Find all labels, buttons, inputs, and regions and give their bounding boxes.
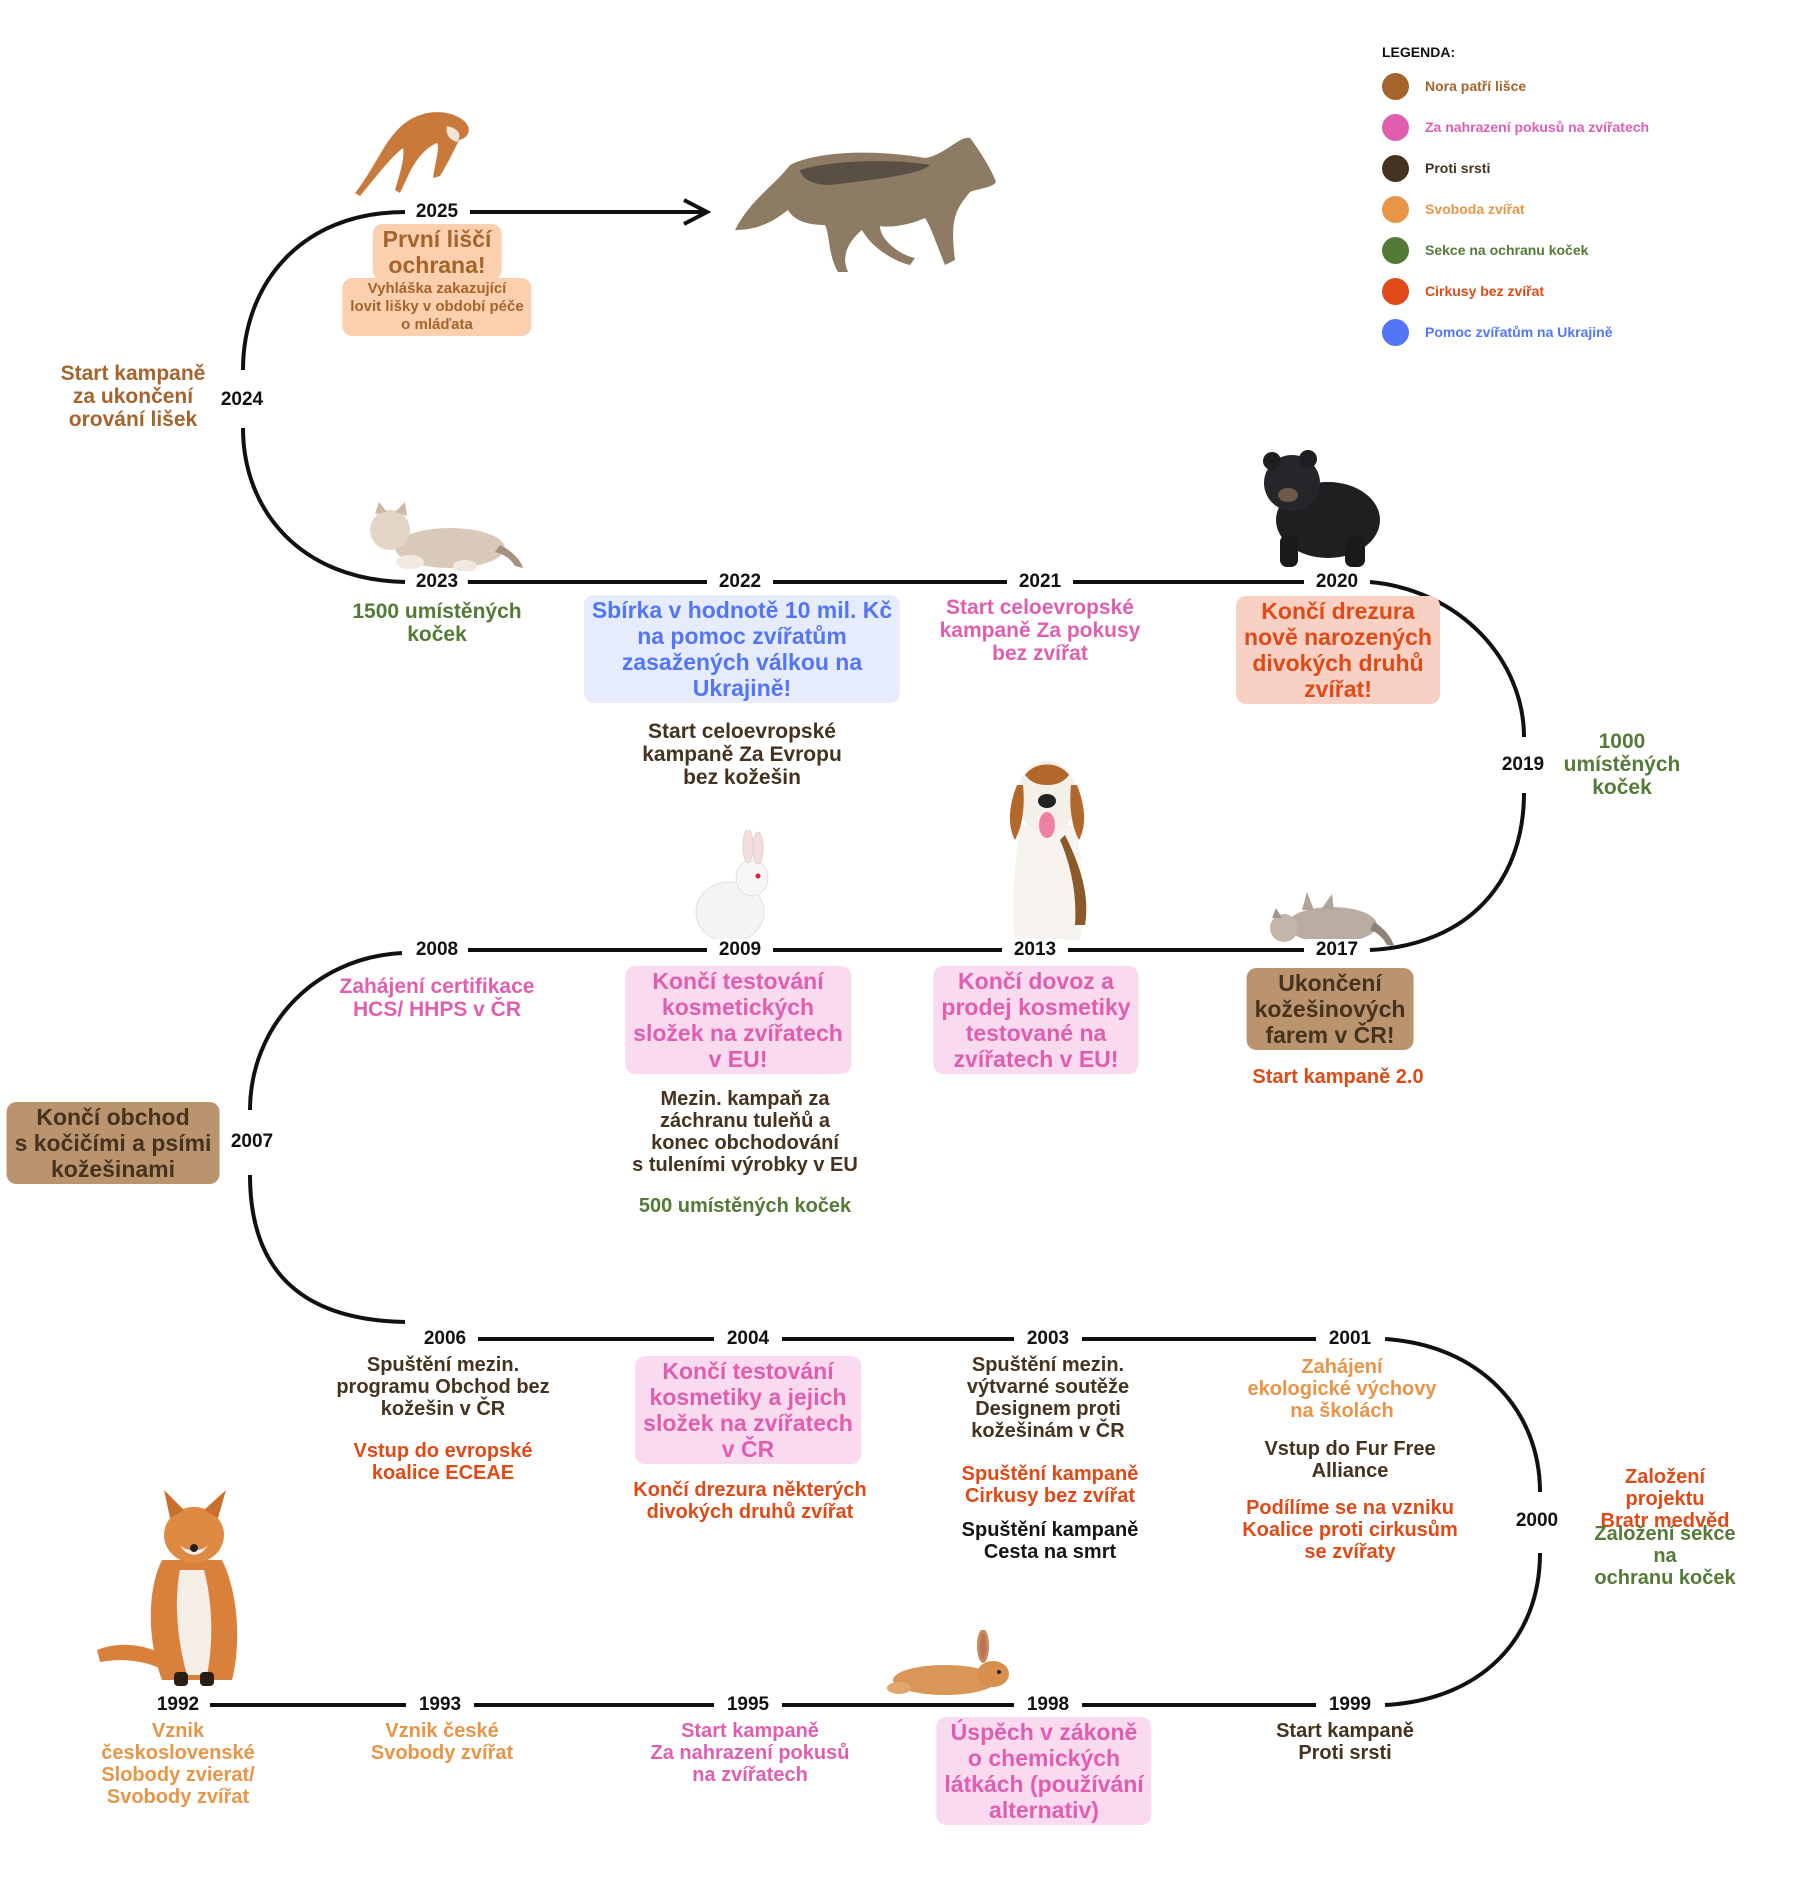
- year-2013: 2013: [1003, 939, 1067, 961]
- year-2009: 2009: [708, 939, 772, 961]
- legend-label: Pomoc zvířatům na Ukrajině: [1425, 324, 1613, 340]
- event-2009-cats: 500 umístěných koček: [638, 1195, 852, 1217]
- legend-item: Pomoc zvířatům na Ukrajině: [1382, 318, 1649, 346]
- legend-item: Proti srsti: [1382, 154, 1649, 182]
- event-2025-sub: Vyhláška zakazující lovit lišky v období…: [342, 278, 532, 336]
- year-1992: 1992: [146, 1694, 210, 1716]
- legend-color-dot-icon: [1382, 72, 1409, 100]
- timeline-curve: [1369, 792, 1526, 952]
- year-2019: 2019: [1497, 754, 1549, 776]
- event-2022-ukraine: Sbírka v hodnotě 10 mil. Kč na pomoc zví…: [583, 595, 901, 703]
- event-2006-program: Spuštění mezin. programu Obchod bez kože…: [336, 1354, 550, 1420]
- year-2004: 2004: [716, 1328, 780, 1350]
- event-1998: Úspěch v zákoně o chemických látkách (po…: [936, 1717, 1152, 1825]
- timeline-curve: [241, 210, 406, 371]
- legend-color-dot-icon: [1382, 236, 1409, 264]
- beagle-dog-image: [1009, 761, 1087, 940]
- fox-pouncing-image: [355, 112, 469, 196]
- event-2000-cats: Založení sekce na ochranu koček: [1594, 1523, 1736, 1589]
- legend-color-dot-icon: [1382, 113, 1409, 141]
- year-2017: 2017: [1305, 939, 1369, 961]
- year-1995: 1995: [716, 1694, 780, 1716]
- event-2019: 1000 umístěných koček: [1563, 730, 1681, 799]
- year-2022: 2022: [708, 571, 772, 593]
- bear-cub-image: [1263, 450, 1380, 567]
- timeline-curve: [1384, 1337, 1542, 1493]
- legend-label: Sekce na ochranu koček: [1425, 242, 1589, 258]
- event-2017-farms: Ukončení kožešinových farem v ČR!: [1246, 968, 1414, 1050]
- fox-sitting-image: [97, 1490, 238, 1686]
- year-2007: 2007: [226, 1131, 278, 1153]
- legend-color-dot-icon: [1382, 277, 1409, 305]
- legend-item: Sekce na ochranu koček: [1382, 236, 1649, 264]
- year-2020: 2020: [1305, 571, 1369, 593]
- timeline-curve: [248, 951, 403, 1111]
- cat-rolling-image: [1270, 892, 1394, 946]
- event-2013: Končí dovoz a prodej kosmetiky testované…: [933, 966, 1139, 1074]
- year-2003: 2003: [1016, 1328, 1080, 1350]
- event-2009-seals: Mezin. kampaň za záchranu tuleňů a konec…: [632, 1088, 858, 1176]
- timeline-curve: [241, 427, 406, 584]
- legend-label: Cirkusy bez zvířat: [1425, 283, 1545, 299]
- legend: LEGENDA: Nora patří lišce Za nahrazení po…: [1382, 44, 1649, 359]
- legend-item: Cirkusy bez zvířat: [1382, 277, 1649, 305]
- event-2001-fur-free: Vstup do Fur Free Alliance: [1264, 1438, 1436, 1482]
- rabbit-lying-image: [887, 1630, 1009, 1695]
- legend-label: Za nahrazení pokusů na zvířatech: [1425, 119, 1650, 135]
- timeline-curve: [1369, 580, 1526, 738]
- legend-item: Svoboda zvířat: [1382, 195, 1649, 223]
- year-2025: 2025: [405, 201, 469, 223]
- year-1998: 1998: [1016, 1694, 1080, 1716]
- legend-color-dot-icon: [1382, 154, 1409, 182]
- event-2003-contest: Spuštění mezin. výtvarné soutěže Designe…: [966, 1354, 1130, 1442]
- event-2022-fur: Start celoevropské kampaně Za Evropu bez…: [642, 720, 842, 789]
- event-1995: Start kampaně Za nahrazení pokusů na zví…: [650, 1720, 850, 1786]
- year-2006: 2006: [413, 1328, 477, 1350]
- year-2008: 2008: [405, 939, 469, 961]
- year-1993: 1993: [408, 1694, 472, 1716]
- legend-item: Nora patří lišce: [1382, 72, 1649, 100]
- timeline-curve: [248, 1174, 406, 1324]
- legend-color-dot-icon: [1382, 318, 1409, 346]
- year-2000: 2000: [1511, 1510, 1563, 1532]
- legend-item: Za nahrazení pokusů na zvířatech: [1382, 113, 1649, 141]
- event-2000-bear: Založení projektu Bratr medvěd: [1600, 1466, 1730, 1532]
- event-2003-circus: Spuštění kampaně Cirkusy bez zvířat: [961, 1463, 1139, 1507]
- timeline-curve: [1384, 1552, 1542, 1707]
- event-1993: Vznik české Svobody zvířat: [370, 1720, 514, 1764]
- legend-color-dot-icon: [1382, 195, 1409, 223]
- event-2001-education: Zahájení ekologické výchovy na školách: [1247, 1356, 1437, 1422]
- event-2009-cosmetics: Končí testování kosmetických složek na z…: [625, 966, 851, 1074]
- event-2008: Zahájení certifikace HCS/ HHPS v ČR: [339, 975, 535, 1021]
- legend-title: LEGENDA:: [1382, 44, 1456, 60]
- year-2024: 2024: [216, 389, 268, 411]
- rabbit-white-image: [695, 830, 769, 943]
- event-1992: Vznik československé Slobody zvierat/ Sv…: [101, 1720, 255, 1808]
- event-2025-title: První liščí ochrana!: [372, 224, 502, 280]
- year-2023: 2023: [405, 571, 469, 593]
- event-2007: Končí obchod s kočičími a psími kožešina…: [6, 1102, 220, 1184]
- year-2001: 2001: [1318, 1328, 1382, 1350]
- arrow-head-icon: [683, 198, 712, 226]
- event-2006-eceae: Vstup do evropské koalice ECEAE: [353, 1440, 533, 1484]
- legend-label: Svoboda zvířat: [1425, 201, 1525, 217]
- event-2004-cosmetics: Končí testování kosmetiky a jejich slože…: [635, 1356, 861, 1464]
- event-2001-coalition: Podílíme se na vzniku Koalice proti cirk…: [1242, 1497, 1458, 1563]
- event-2020: Končí drezura nově narozených divokých d…: [1236, 596, 1440, 704]
- kitten-lying-image: [370, 502, 523, 572]
- event-2024: Start kampaně za ukončení orování lišek: [60, 362, 206, 431]
- event-2021: Start celoevropské kampaně Za pokusy bez…: [939, 596, 1141, 665]
- wolf-running-image: [735, 137, 996, 272]
- year-2021: 2021: [1008, 571, 1072, 593]
- event-2004-circus: Končí drezura některých divokých druhů z…: [633, 1479, 867, 1523]
- legend-label: Nora patří lišce: [1425, 78, 1527, 94]
- event-2017-campaign: Start kampaně 2.0: [1252, 1066, 1424, 1088]
- event-2023: 1500 umístěných koček: [352, 600, 522, 646]
- event-1999: Start kampaně Proti srsti: [1276, 1720, 1414, 1764]
- legend-label: Proti srsti: [1425, 160, 1491, 176]
- event-2003-death-road: Spuštění kampaně Cesta na smrt: [961, 1519, 1139, 1563]
- year-1999: 1999: [1318, 1694, 1382, 1716]
